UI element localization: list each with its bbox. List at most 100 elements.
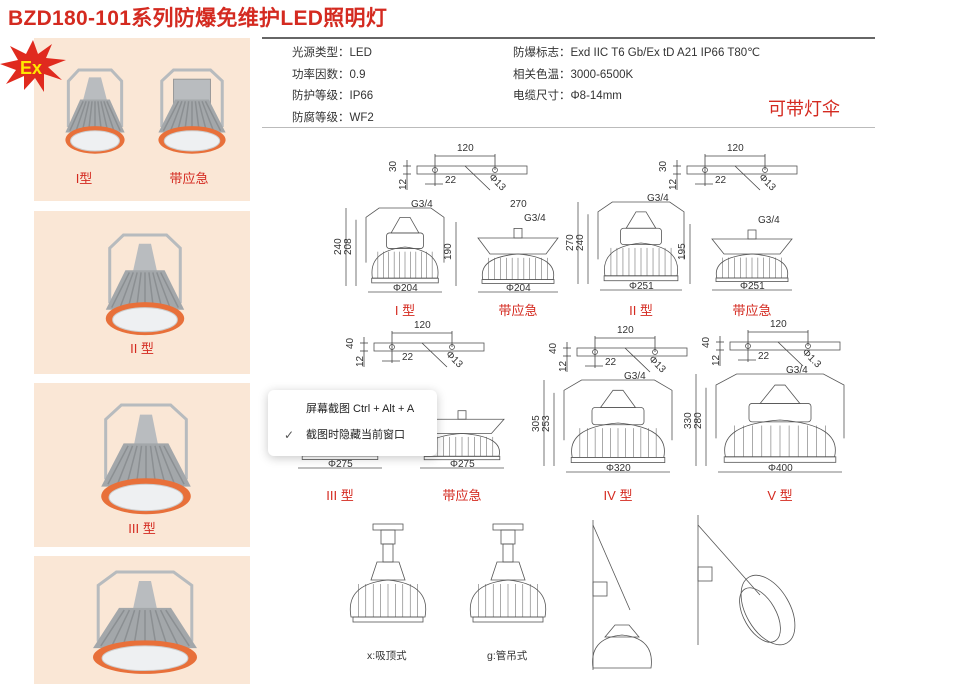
diameter-dim: Φ320 xyxy=(606,463,631,474)
thread-dim: G3/4 xyxy=(524,213,546,224)
width-dim: 270 xyxy=(510,199,527,210)
bracket-span-dim: 120 xyxy=(727,143,744,154)
lamp-dimension-drawing xyxy=(345,207,445,293)
spec-value: WF2 xyxy=(349,111,374,124)
context-menu: 屏幕截图 Ctrl + Alt + A ✓ 截图时隐藏当前窗口 xyxy=(268,390,437,456)
spec-top-rule xyxy=(262,37,875,39)
bracket-height-dim: 30 xyxy=(658,160,669,172)
photo-caption: I型 xyxy=(75,171,93,186)
checkmark-icon: ✓ xyxy=(284,428,295,442)
mounting-bracket-drawing xyxy=(673,154,798,191)
lamp-photo-type-3 xyxy=(101,403,191,515)
bracket-height-dim: 40 xyxy=(548,342,559,354)
diameter-dim: Φ400 xyxy=(768,463,793,474)
diameter-dim: Φ275 xyxy=(328,459,353,470)
bracket-span-dim: 120 xyxy=(457,143,474,154)
bracket-height-dim: 40 xyxy=(345,337,356,349)
spec-value: IP66 xyxy=(349,90,374,102)
installation-drawing xyxy=(592,520,652,670)
spec-row: 相关色温：3000-6500K xyxy=(513,66,633,82)
bracket-span-dim: 120 xyxy=(617,325,634,336)
lamp-dimension-drawing xyxy=(455,222,559,293)
mounting-bracket-drawing xyxy=(563,336,688,373)
bracket-span-dim: 120 xyxy=(770,319,787,330)
spec-label: 防腐等级： xyxy=(292,111,350,124)
menu-item-label: 屏幕截图 Ctrl + Alt + A xyxy=(306,403,415,415)
height-dim: 195 xyxy=(677,243,688,260)
diagram-label: I 型 xyxy=(394,303,416,318)
spec-label: 相关色温： xyxy=(513,68,571,81)
spec-row: 防爆标志：Exd IIC T6 Gb/Ex tD A21 IP66 T80℃ xyxy=(513,44,760,60)
menu-item-screenshot[interactable]: 屏幕截图 Ctrl + Alt + A xyxy=(268,397,437,421)
lamp-photo-type-1 xyxy=(65,68,125,154)
spec-row: 光源类型：LED xyxy=(292,44,372,60)
bracket-height-dim: 12 xyxy=(398,178,409,190)
thread-dim: G3/4 xyxy=(758,215,780,226)
bracket-offset-dim: 22 xyxy=(402,352,414,363)
lamp-photo-type-4 xyxy=(93,570,197,674)
photo-caption: II 型 xyxy=(130,341,154,356)
ex-badge-text: Ex xyxy=(20,58,42,78)
spec-label: 防护等级： xyxy=(292,90,350,102)
thread-dim: G3/4 xyxy=(786,365,808,376)
height-dim: 208 xyxy=(343,238,354,255)
diagram-label: V 型 xyxy=(767,488,793,503)
installation-label: g:管吊式 xyxy=(487,650,528,662)
bracket-height-dim: 12 xyxy=(355,355,366,367)
photo-caption: 带应急 xyxy=(169,171,209,186)
spec-label: 功率因数： xyxy=(292,68,350,81)
height-dim: 280 xyxy=(693,412,704,430)
diagram-label: III 型 xyxy=(326,488,354,503)
lamp-dimension-drawing xyxy=(543,379,673,473)
mounting-bracket-drawing xyxy=(360,331,485,368)
lamp-dimension-drawing xyxy=(577,201,685,291)
diameter-dim: Φ204 xyxy=(506,283,531,294)
installation-label: x:吸顶式 xyxy=(367,650,407,662)
bracket-span-dim: 120 xyxy=(414,320,431,331)
diameter-dim: Φ204 xyxy=(393,283,418,294)
spec-value: 3000-6500K xyxy=(570,68,634,81)
thread-dim: G3/4 xyxy=(411,199,433,210)
ex-starburst-icon: Ex xyxy=(0,40,66,92)
height-dim: 253 xyxy=(541,414,552,432)
installation-drawing xyxy=(697,515,796,646)
thread-dim: G3/4 xyxy=(624,371,646,382)
spec-row: 防腐等级：WF2 xyxy=(292,109,374,125)
lamp-dimension-drawing xyxy=(695,373,845,473)
diameter-dim: Φ251 xyxy=(629,281,654,292)
page-title: BZD180-101系列防爆免维护LED照明灯 xyxy=(8,7,388,30)
installation-drawing xyxy=(469,523,547,623)
bracket-offset-dim: 22 xyxy=(715,175,727,186)
mounting-bracket-drawing xyxy=(403,154,528,191)
bracket-height-dim: 30 xyxy=(388,160,399,172)
lamp-photo-emergency xyxy=(158,68,226,154)
diagram-label: 带应急 xyxy=(732,303,772,318)
diagram-label: II 型 xyxy=(629,303,653,318)
diagram-label: 带应急 xyxy=(498,303,538,318)
spec-row: 电缆尺寸：Φ8-14mm xyxy=(513,87,622,103)
height-dim: 240 xyxy=(575,234,586,252)
height-dim: 190 xyxy=(443,243,454,261)
spec-value: LED xyxy=(349,47,372,59)
spec-value: Φ8-14mm xyxy=(570,90,622,102)
spec-label: 光源类型： xyxy=(292,47,350,59)
menu-item-label: 截图时隐藏当前窗口 xyxy=(306,429,405,441)
lamp-dimension-drawing xyxy=(689,224,793,291)
spec-label: 防爆标志： xyxy=(513,47,571,59)
spec-bottom-rule xyxy=(262,127,875,128)
bracket-offset-dim: 22 xyxy=(445,175,457,186)
thread-dim: G3/4 xyxy=(647,193,669,204)
menu-item-hide-window[interactable]: ✓ 截图时隐藏当前窗口 xyxy=(268,423,437,447)
spec-row: 防护等级：IP66 xyxy=(292,87,373,103)
diagram-label: IV 型 xyxy=(603,488,633,503)
bracket-height-dim: 12 xyxy=(668,178,679,190)
diameter-dim: Φ275 xyxy=(450,459,475,470)
mounting-bracket-drawing xyxy=(716,330,841,367)
spec-row: 功率因数：0.9 xyxy=(292,66,366,82)
installation-drawing xyxy=(349,523,427,623)
diameter-dim: Φ251 xyxy=(740,281,765,292)
spec-label: 电缆尺寸： xyxy=(513,90,571,102)
canopy-note: 可带灯伞 xyxy=(768,99,840,119)
bracket-offset-dim: 22 xyxy=(758,351,770,362)
diagram-label: 带应急 xyxy=(442,488,482,503)
